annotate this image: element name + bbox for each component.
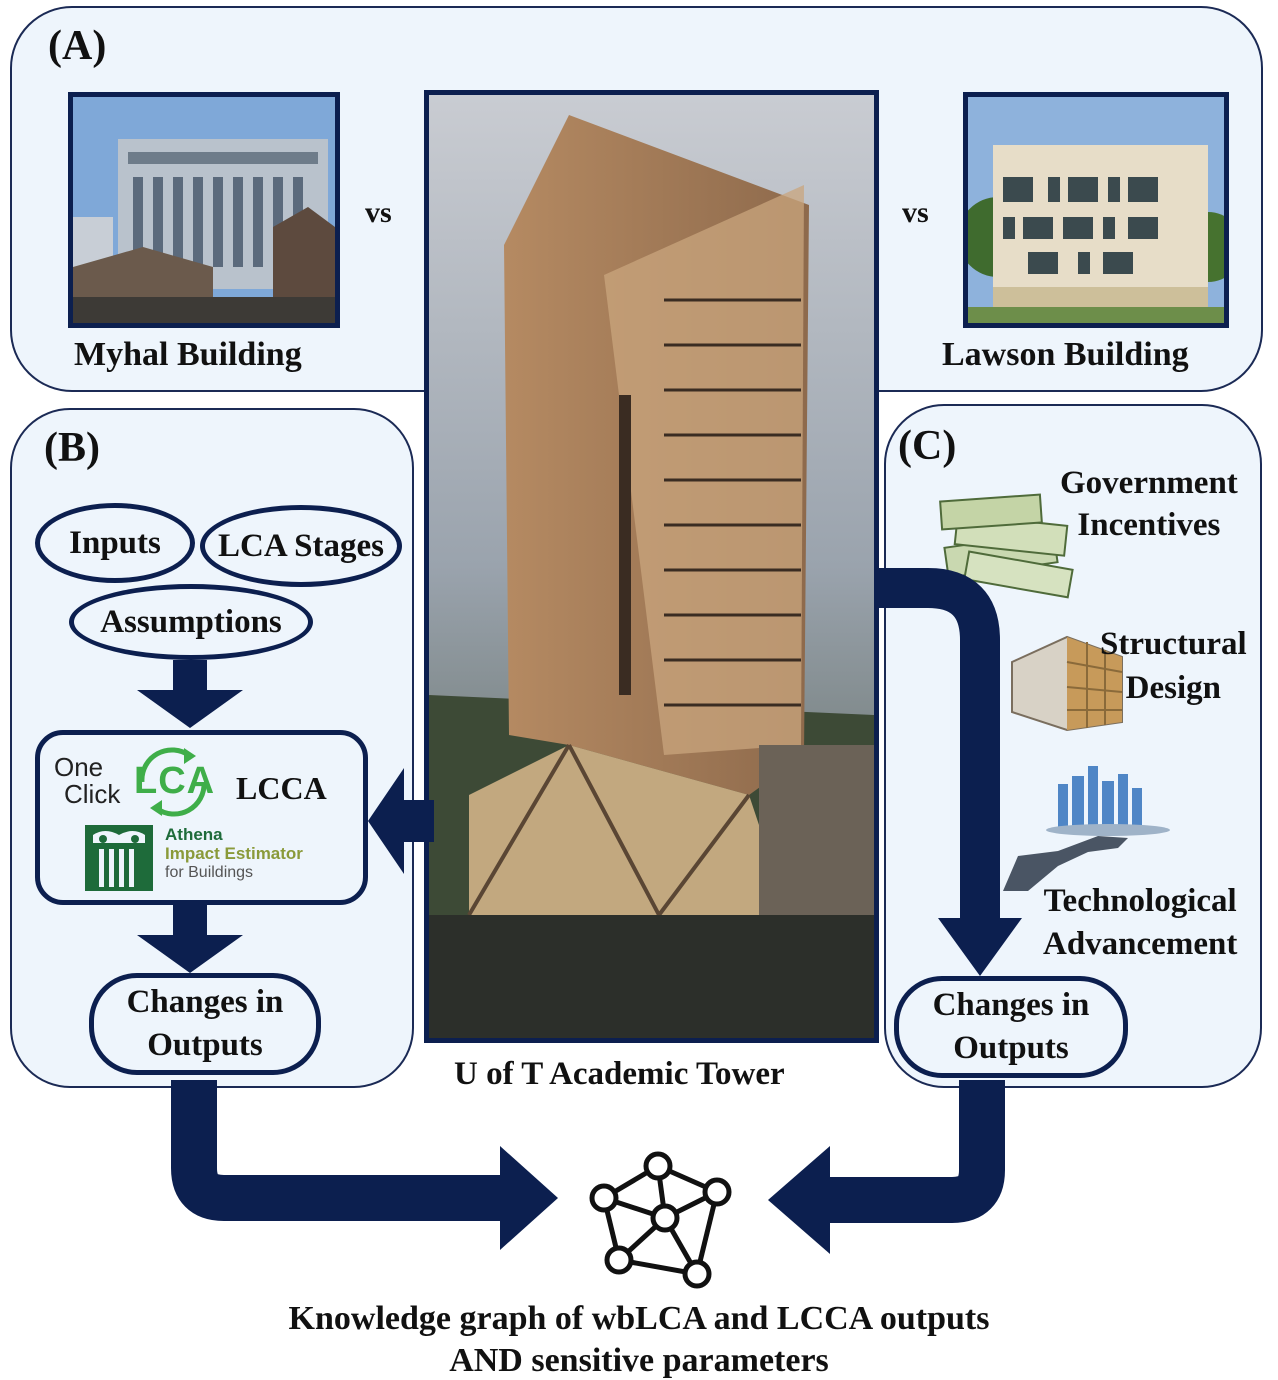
oneclick-logo: One Click [54,754,120,808]
knowledge-graph-icon [589,1151,732,1289]
technological-advancement-label: Technological Advancement [1043,883,1238,962]
arrow-tower-to-changes-c [878,568,1022,976]
lawson-building-label: Lawson Building [942,336,1189,373]
robot-hand-city-icon [1003,766,1170,891]
panel-c-label: (C) [898,423,957,469]
money-stack-icon [939,493,1074,599]
government-incentives-label: Government Incentives [1060,465,1238,543]
oneclick-word-one: One [54,752,104,782]
panel-a-label: (A) [48,23,107,69]
arrow-down-to-changes-b [137,905,243,973]
assumptions-oval: Assumptions [69,584,313,660]
athena-logo-text: Athena Impact Estimator for Buildings [165,825,303,882]
arrow-b-to-graph [171,1080,558,1250]
lcca-label: LCCA [236,770,327,806]
recycle-arrows-icon [139,747,207,817]
athena-for-buildings: for Buildings [165,864,254,881]
athena-name: Athena [165,825,223,844]
oneclick-word-click: Click [64,779,121,809]
arrow-c-to-graph [768,1080,1005,1254]
panel-b-label: (B) [44,425,100,471]
inputs-oval: Inputs [35,503,195,583]
arrow-tower-to-tools [368,768,434,874]
footer-line-1: Knowledge graph of wbLCA and LCCA output… [288,1300,990,1337]
structural-design-label: Structural Design [1100,626,1247,706]
lca-stages-oval: LCA Stages [200,505,402,587]
athena-column-icon [85,825,153,891]
athena-impact-estimator: Impact Estimator [165,844,303,863]
academic-tower-photo [424,90,879,1043]
oneclick-lca-text: LCA [134,760,216,802]
changes-in-outputs-b: Changes in Outputs [89,973,321,1075]
changes-in-outputs-c: Changes in Outputs [894,976,1128,1078]
vs-right: vs [902,196,929,229]
structural-design-icon [1011,635,1123,732]
vs-left: vs [365,196,392,229]
footer-line-2: AND sensitive parameters [449,1342,829,1379]
arrow-down-to-tools [137,660,243,728]
myhal-building-photo [68,92,340,328]
myhal-building-label: Myhal Building [74,336,302,373]
academic-tower-caption: U of T Academic Tower [454,1056,785,1092]
lawson-building-photo [963,92,1229,328]
